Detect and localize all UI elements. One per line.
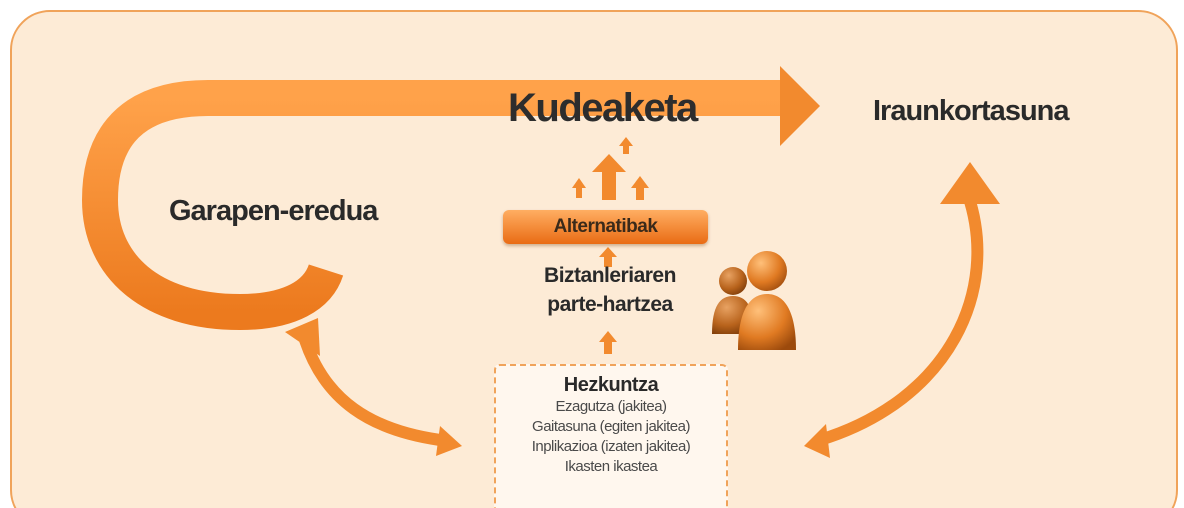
- main-curved-arrow: [81, 66, 820, 331]
- education-item: Ikasten ikastea: [564, 458, 658, 475]
- development-model-label: Garapen-eredua: [169, 195, 378, 227]
- sustainability-label: Iraunkortasuna: [873, 95, 1069, 127]
- left-double-arrow: [285, 318, 462, 456]
- management-title: Kudeaketa: [508, 86, 698, 130]
- up-arrow-participation: [599, 247, 617, 267]
- alternatives-box: Alternatibak: [503, 210, 708, 244]
- people-icon: [712, 251, 796, 350]
- education-item: Inplikazioa (izaten jakitea): [531, 438, 691, 455]
- right-double-arrow: [804, 162, 1000, 458]
- participation-line-2: parte-hartzea: [547, 293, 673, 316]
- alternatives-label: Alternatibak: [553, 216, 658, 237]
- up-arrow-education: [599, 331, 617, 354]
- education-box: Hezkuntza Ezagutza (jakitea) Gaitasuna (…: [494, 364, 728, 508]
- education-item: Gaitasuna (egiten jakitea): [532, 418, 690, 435]
- education-item: Ezagutza (jakitea): [555, 398, 667, 415]
- participation-line-1: Biztanleriaren: [544, 264, 676, 287]
- participation-label: Biztanleriaren parte-hartzea: [510, 261, 710, 319]
- education-title: Hezkuntza: [563, 374, 659, 396]
- up-arrows-cluster: [572, 137, 649, 200]
